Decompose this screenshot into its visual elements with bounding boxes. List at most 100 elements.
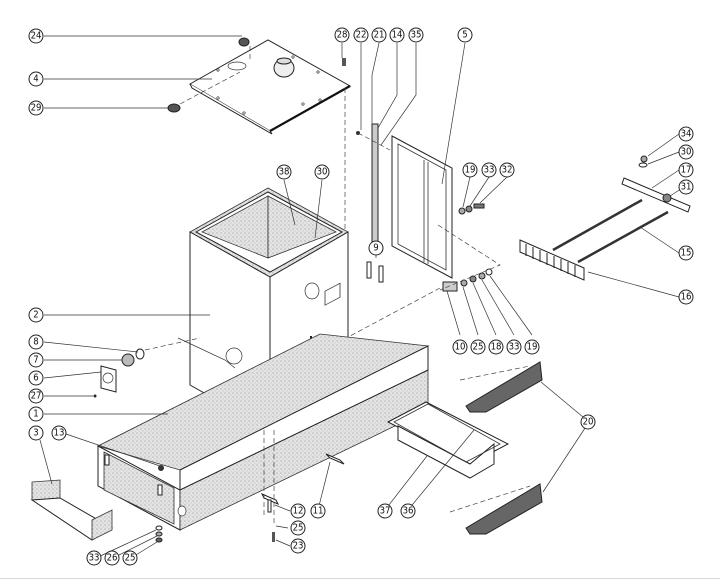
end-cover [30, 479, 113, 541]
flange-ring [121, 353, 135, 367]
callout-6: 6 [28, 370, 44, 386]
callout-8: 8 [28, 334, 44, 350]
svg-text:4: 4 [33, 74, 38, 85]
callout-23: 23 [290, 538, 306, 554]
svg-text:26: 26 [107, 553, 118, 564]
svg-text:14: 14 [392, 30, 403, 41]
callout-33-upper: 33 [481, 162, 497, 178]
callout-33-door: 33 [506, 339, 522, 355]
svg-text:25: 25 [293, 523, 304, 534]
callout-17: 17 [678, 162, 694, 178]
callout-11: 11 [310, 503, 326, 519]
callout-32: 32 [499, 162, 515, 178]
plug-fitting [167, 103, 181, 113]
knob-13 [158, 465, 164, 471]
svg-text:2: 2 [33, 310, 38, 321]
svg-text:37: 37 [380, 506, 391, 517]
callout-25-bolt: 25 [290, 520, 306, 536]
callout-27: 27 [28, 388, 44, 404]
callout-5: 5 [457, 27, 473, 43]
callout-26: 26 [104, 550, 120, 566]
svg-text:25: 25 [125, 553, 136, 564]
svg-text:30: 30 [681, 147, 692, 158]
callout-3: 3 [28, 425, 44, 441]
svg-text:29: 29 [31, 103, 42, 114]
callout-10: 10 [452, 339, 468, 355]
callout-29: 29 [28, 100, 44, 116]
callout-2: 2 [28, 307, 44, 323]
door-panel [391, 135, 453, 279]
callout-18: 18 [488, 339, 504, 355]
page-edge-line [0, 578, 720, 579]
leader-lines [39, 35, 685, 559]
cover-knob [273, 57, 295, 78]
top-cover-plate [188, 39, 352, 135]
svg-text:23: 23 [293, 541, 304, 552]
bracket-12 [260, 493, 280, 513]
svg-text:24: 24 [31, 31, 42, 42]
callout-19-door: 19 [524, 339, 540, 355]
svg-text:3: 3 [33, 428, 38, 439]
svg-text:18: 18 [491, 342, 502, 353]
svg-text:13: 13 [54, 428, 65, 439]
svg-text:30: 30 [317, 167, 328, 178]
callout-36: 36 [400, 503, 416, 519]
callout-31: 31 [678, 179, 694, 195]
svg-text:16: 16 [681, 292, 692, 303]
svg-text:33: 33 [484, 165, 495, 176]
svg-text:31: 31 [681, 182, 692, 193]
callout-22: 22 [353, 27, 369, 43]
bracket-11 [325, 453, 345, 465]
callout-16: 16 [678, 289, 694, 305]
svg-text:8: 8 [33, 337, 38, 348]
callout-21: 21 [371, 27, 387, 43]
drip-tray [386, 401, 510, 479]
svg-text:12: 12 [293, 506, 304, 517]
callout-13: 13 [51, 425, 67, 441]
foot-pad-lower [465, 483, 543, 535]
callout-35: 35 [408, 27, 424, 43]
fasteners-upper [458, 203, 485, 215]
svg-text:19: 19 [465, 165, 476, 176]
svg-text:28: 28 [337, 30, 348, 41]
bolt-23 [272, 532, 275, 542]
callout-24: 24 [28, 28, 44, 44]
svg-text:11: 11 [313, 506, 324, 517]
callout-25-door: 25 [470, 339, 486, 355]
callout-9: 9 [368, 240, 384, 256]
svg-text:15: 15 [681, 248, 692, 259]
callout-12: 12 [290, 503, 306, 519]
svg-text:10: 10 [455, 342, 466, 353]
svg-text:9: 9 [373, 243, 378, 254]
callout-38: 38 [276, 164, 292, 180]
callout-4: 4 [28, 71, 44, 87]
callout-14: 14 [389, 27, 405, 43]
callout-37: 37 [377, 503, 393, 519]
base-frame [96, 333, 430, 531]
callout-33-base: 33 [86, 550, 102, 566]
svg-text:33: 33 [89, 553, 100, 564]
hinge-clips [366, 261, 384, 283]
svg-text:27: 27 [31, 391, 42, 402]
svg-text:22: 22 [356, 30, 367, 41]
callout-15: 15 [678, 245, 694, 261]
svg-text:21: 21 [374, 30, 385, 41]
svg-text:32: 32 [502, 165, 513, 176]
svg-text:38: 38 [279, 167, 290, 178]
svg-text:35: 35 [411, 30, 422, 41]
callout-25-base: 25 [122, 550, 138, 566]
callout-7: 7 [28, 352, 44, 368]
callout-20: 20 [580, 414, 596, 430]
fasteners-lower [460, 268, 493, 287]
washers-stack [155, 525, 163, 543]
callout-28: 28 [334, 27, 350, 43]
screw-28 [342, 58, 346, 66]
svg-text:7: 7 [33, 355, 38, 366]
svg-text:6: 6 [33, 373, 38, 384]
callout-30-rack: 30 [678, 144, 694, 160]
svg-text:19: 19 [527, 342, 538, 353]
svg-text:34: 34 [681, 129, 692, 140]
rack-assembly [519, 155, 691, 281]
svg-text:5: 5 [462, 30, 467, 41]
comb-block-teeth [525, 244, 576, 277]
